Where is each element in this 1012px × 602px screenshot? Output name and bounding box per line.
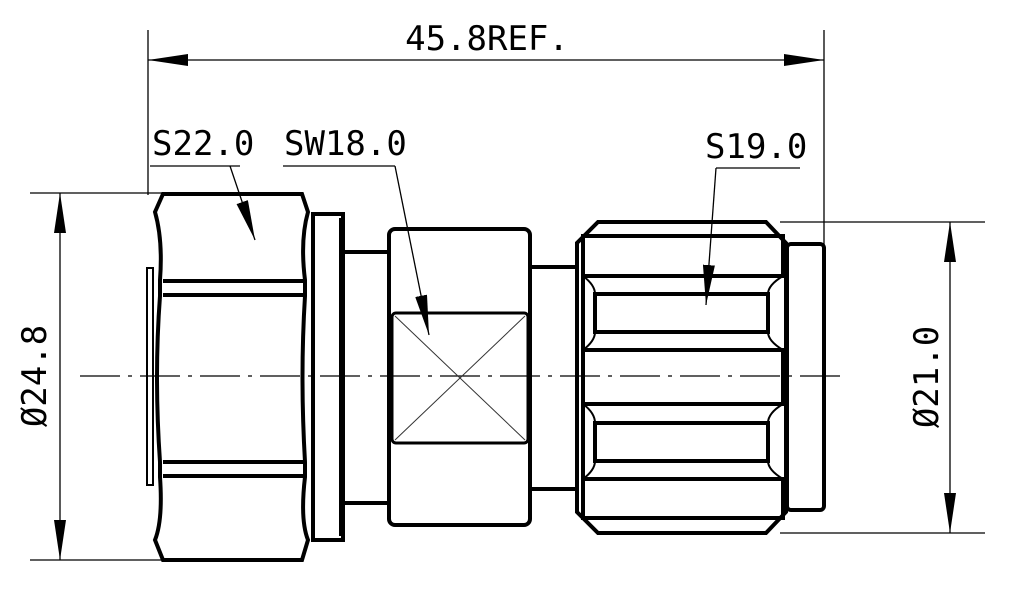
flange <box>311 212 345 542</box>
right-diameter-label: Ø21.0 <box>907 326 947 428</box>
right-nut-hex-label: S19.0 <box>705 127 807 167</box>
left-diameter-dimension: Ø24.8 <box>15 192 165 561</box>
right-nut-callout: S19.0 <box>702 127 807 306</box>
left-nut-hex-label: S22.0 <box>152 124 254 164</box>
right-neck <box>530 265 578 491</box>
overall-length-label: 45.8REF. <box>405 19 569 59</box>
left-nut-callout: S22.0 <box>150 124 256 241</box>
wrench-flat-body <box>387 227 532 527</box>
wrench-flat-label: SW18.0 <box>284 124 407 164</box>
right-hex-nut <box>575 220 788 535</box>
overall-length-dimension: 45.8REF. <box>147 19 825 245</box>
left-neck <box>343 250 389 505</box>
left-diameter-label: Ø24.8 <box>15 325 55 427</box>
right-diameter-dimension: Ø21.0 <box>780 221 985 534</box>
left-hex-nut <box>146 192 311 562</box>
wrench-flat-callout: SW18.0 <box>283 124 430 336</box>
end-cap <box>785 242 826 512</box>
